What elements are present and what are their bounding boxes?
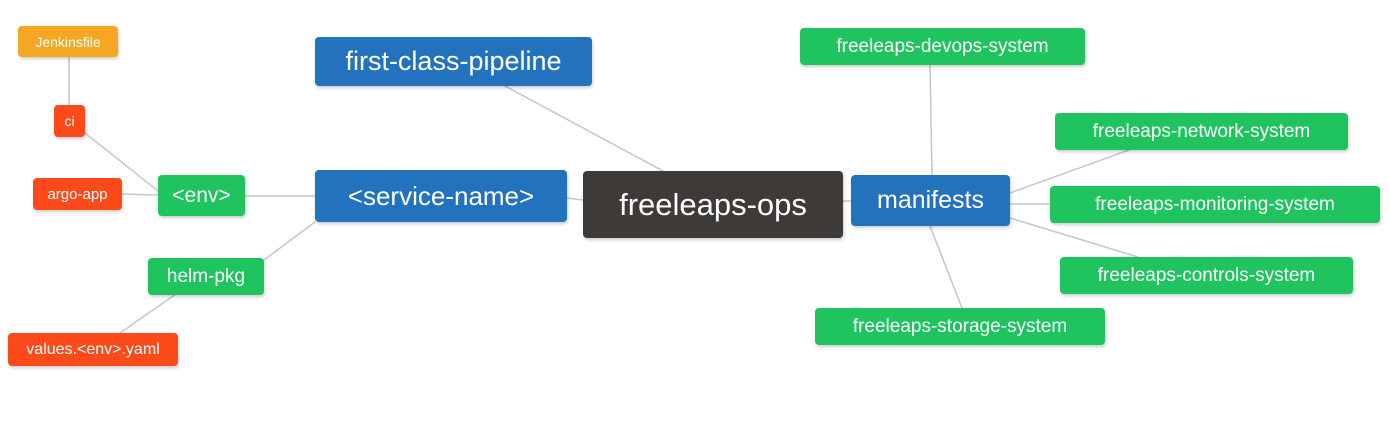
node-label-env: <env> — [172, 184, 231, 207]
node-label-jenkinsfile: Jenkinsfile — [35, 33, 101, 50]
node-first-class-pipeline[interactable]: first-class-pipeline — [315, 37, 592, 86]
node-label-freeleaps-storage-system: freeleaps-storage-system — [852, 316, 1068, 337]
node-freeleaps-ops[interactable]: freeleaps-ops — [583, 171, 843, 238]
node-argo-app[interactable]: argo-app — [33, 178, 122, 210]
node-label-manifests: manifests — [877, 186, 984, 214]
node-manifests[interactable]: manifests — [851, 175, 1010, 226]
node-label-freeleaps-controls-system: freeleaps-controls-system — [1097, 265, 1316, 286]
node-jenkinsfile[interactable]: Jenkinsfile — [18, 26, 118, 57]
node-label-freeleaps-monitoring-system: freeleaps-monitoring-system — [1095, 194, 1335, 215]
node-freeleaps-devops-system[interactable]: freeleaps-devops-system — [800, 28, 1085, 65]
node-helm-pkg[interactable]: helm-pkg — [148, 258, 264, 295]
node-label-freeleaps-ops: freeleaps-ops — [619, 187, 807, 222]
node-freeleaps-monitoring-system[interactable]: freeleaps-monitoring-system — [1050, 186, 1380, 223]
node-label-freeleaps-devops-system: freeleaps-devops-system — [836, 36, 1049, 57]
node-freeleaps-storage-system[interactable]: freeleaps-storage-system — [815, 308, 1105, 345]
node-label-helm-pkg: helm-pkg — [166, 266, 246, 287]
node-freeleaps-network-system[interactable]: freeleaps-network-system — [1055, 113, 1348, 150]
node-env[interactable]: <env> — [158, 175, 245, 216]
node-ci[interactable]: ci — [54, 105, 85, 137]
node-service-name[interactable]: <service-name> — [315, 170, 567, 222]
node-label-argo-app: argo-app — [47, 185, 108, 203]
node-label-values-env-yaml: values.<env>.yaml — [26, 340, 160, 358]
node-label-ci: ci — [64, 113, 75, 129]
node-label-freeleaps-network-system: freeleaps-network-system — [1092, 121, 1311, 142]
node-label-first-class-pipeline: first-class-pipeline — [345, 46, 562, 76]
node-values-env-yaml[interactable]: values.<env>.yaml — [8, 333, 178, 366]
node-freeleaps-controls-system[interactable]: freeleaps-controls-system — [1060, 257, 1353, 294]
node-label-service-name: <service-name> — [347, 181, 535, 211]
